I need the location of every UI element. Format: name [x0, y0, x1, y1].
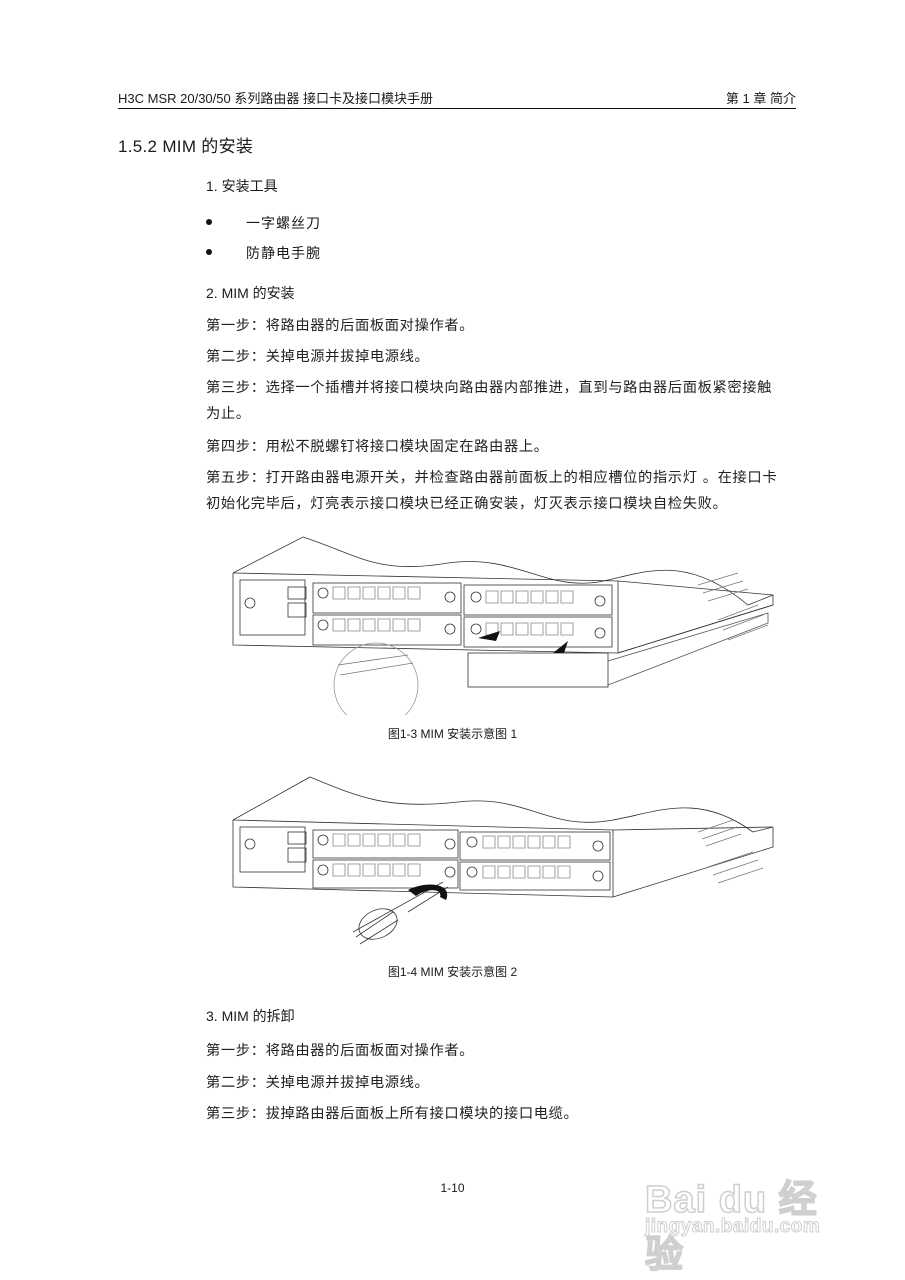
removal-heading: 3. MIM 的拆卸: [206, 1008, 295, 1024]
install-heading: 2. MIM 的安装: [206, 285, 295, 301]
install-step-2: 第二步：关掉电源并拔掉电源线。: [206, 349, 430, 365]
header-chapter: 第 1 章 简介: [725, 91, 796, 106]
figure-caption: 图1-3 MIM 安装示意图 1: [387, 727, 518, 741]
removal-step-2: 第二步：关掉电源并拔掉电源线。: [206, 1075, 430, 1091]
removal-step-1: 第一步：将路由器的后面板面对操作者。: [206, 1043, 475, 1059]
section-title: 1.5.2 MIM 的安装: [118, 137, 254, 156]
install-step-5: 第五步：打开路由器电源开关，并检查路由器前面板上的相应槽位的指示灯 。在接口卡初…: [206, 470, 778, 512]
watermark-brand: Bai du 经验: [644, 1178, 818, 1277]
figure-mim-insertion: [228, 535, 788, 728]
install-step-1: 第一步：将路由器的后面板面对操作者。: [206, 318, 475, 334]
install-step-3: 第三步：选择一个插槽并将接口模块向路由器内部推进，直到与路由器后面板紧密接触为止…: [206, 380, 773, 422]
running-header: H3C MSR 20/30/50 系列路由器 接口卡及接口模块手册 第 1 章 …: [118, 88, 796, 109]
router-illustration: [232, 536, 774, 728]
figure-caption: 图1-4 MIM 安装示意图 2: [387, 965, 518, 979]
removal-step-3: 第三步：拔掉路由器后面板上所有接口模块的接口电缆。: [206, 1106, 579, 1122]
install-step-4: 第四步：用松不脱螺钉将接口模块固定在路由器上。: [206, 439, 549, 455]
bullet-icon: [206, 249, 212, 255]
tools-heading: 1. 安装工具: [206, 178, 278, 194]
baidu-watermark: Bai du 经验 jingyan.baidu.com: [644, 1168, 855, 1277]
bullet-icon: [206, 219, 212, 225]
header-manual-title: H3C MSR 20/30/50 系列路由器 接口卡及接口模块手册: [118, 91, 433, 106]
watermark-domain: jingyan.baidu.com: [644, 1216, 821, 1238]
router-illustration: [232, 776, 774, 945]
figure-mim-fastening: [228, 772, 788, 952]
page-number: 1-10: [440, 1181, 465, 1195]
